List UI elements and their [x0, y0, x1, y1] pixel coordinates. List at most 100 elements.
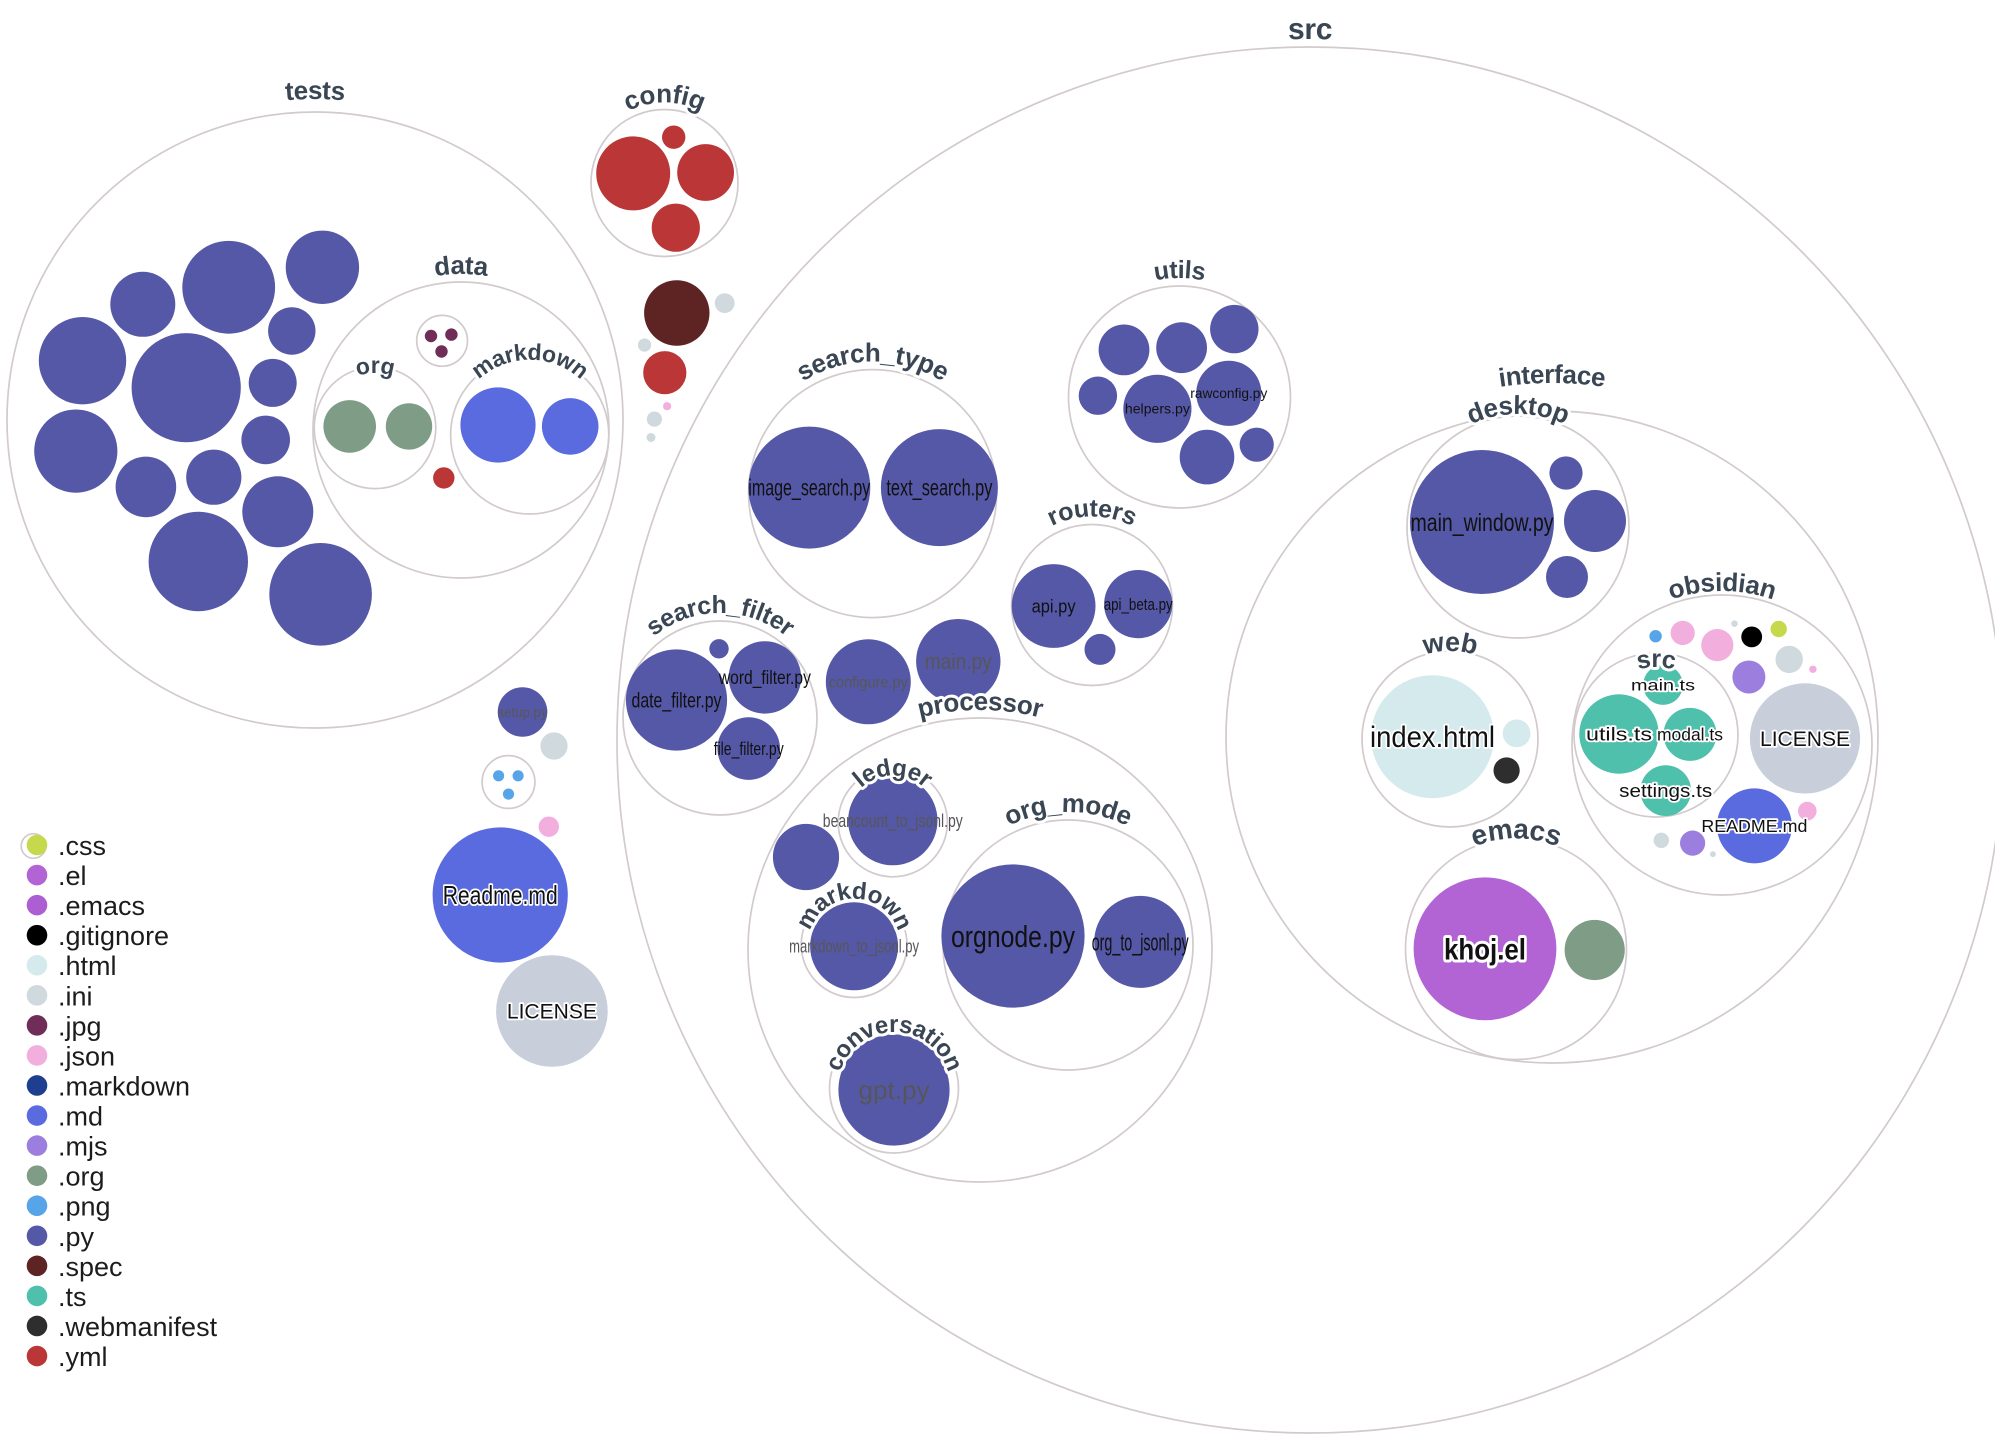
file-obs-f2 [1775, 645, 1803, 674]
file-root-json1 [538, 816, 559, 837]
folder-tests [6, 111, 624, 729]
file-tests-py2 [110, 271, 176, 337]
legend-label-png: .png [58, 1192, 111, 1222]
file-label-ink-README.md: README.md [1701, 816, 1807, 836]
legend-item-html: .html [26, 951, 117, 981]
folder-proc-markdown [800, 890, 908, 999]
folder-label-halo-utils: utils [1152, 256, 1208, 286]
file-modal.ts [1663, 707, 1717, 761]
file-label-ink-configure.py: configure.py [829, 674, 908, 691]
file-root-f5 [646, 433, 656, 442]
file-config-yml2 [677, 144, 734, 201]
file-proc-py1 [772, 823, 840, 891]
file-configure.py [825, 639, 911, 725]
folder-emacs [1404, 837, 1628, 1061]
file-khoj.el [1413, 877, 1557, 1021]
file-helpers.py [1123, 374, 1192, 443]
file-obs-f4 [1710, 851, 1716, 858]
file-root-f1 [540, 732, 568, 760]
legend-item-emacs: .emacs [26, 891, 145, 921]
file-tests-py14 [269, 543, 372, 646]
file-index.html [1371, 675, 1494, 799]
legend: .css.el.emacs.gitignore.html.ini.jpg.jso… [26, 831, 218, 1372]
file-image_search.py [748, 426, 871, 549]
file-utils-py4 [1078, 376, 1118, 415]
file-root-f2 [714, 293, 735, 313]
file-tests-py10 [115, 456, 177, 518]
legend-label-css: .css [58, 831, 106, 861]
file-settings.ts [1640, 765, 1692, 816]
file-data-md1 [460, 387, 536, 463]
file-label-halo-modal.ts: modal.ts [1657, 725, 1723, 745]
file-label-halo-khoj.el: khoj.el [1444, 933, 1526, 966]
folder-data-markdown [449, 354, 610, 515]
file-obs-png1 [1649, 630, 1662, 643]
folder-label-ink-obs-src: src [1634, 645, 1678, 675]
legend-label-el: .el [58, 861, 87, 891]
file-label-halo-index.html: index.html [1370, 721, 1495, 754]
file-tests-py5 [268, 307, 316, 355]
file-obs-f1 [1731, 620, 1738, 627]
file-label-ink-api_beta.py: api_beta.py [1104, 595, 1173, 614]
file-label-ink-main_window.py: main_window.py [1411, 509, 1554, 537]
file-label-halo-README.md: README.md [1701, 816, 1807, 836]
layer-file-labels: setup.pyReadme.mdReadme.mdLICENSELICENSE… [441, 385, 1852, 1105]
file-web-manifest [1493, 757, 1520, 784]
legend-label-gitignore: .gitignore [58, 921, 169, 951]
file-root-png2 [512, 770, 524, 782]
legend-dot-ini [26, 985, 48, 1006]
file-date_filter.py [625, 649, 728, 751]
folder-label-ink-routers: routers [1043, 494, 1141, 531]
file-config-yml4 [662, 125, 686, 149]
legend-dot-webmanifest [26, 1315, 48, 1337]
file-data-md2 [541, 398, 599, 455]
file-label-ink-api.py: api.py [1032, 596, 1076, 616]
file-label-halo-obs-LICENSE: LICENSE [1760, 728, 1850, 751]
folder-processor [747, 717, 1213, 1183]
legend-dot-ts [26, 1285, 48, 1307]
file-obs-json1 [1670, 620, 1695, 646]
folder-interface [1225, 410, 1879, 1064]
file-label-halo-main.ts: main.ts [1631, 678, 1695, 695]
legend-dot-png [26, 1195, 48, 1217]
file-label-halo-settings.ts: settings.ts [1619, 781, 1712, 801]
file-label-ink-gpt.py: gpt.py [859, 1075, 930, 1105]
legend-dot-md [26, 1105, 48, 1126]
folder-ledger [837, 766, 949, 878]
legend-dot-gitignore [26, 924, 48, 946]
legend-item-png: .png [26, 1192, 111, 1222]
legend-item-css: .css [26, 831, 106, 861]
legend-item-ini: .ini [26, 981, 93, 1011]
file-emacs-org1 [1564, 919, 1625, 981]
file-api_beta.py [1104, 570, 1173, 639]
file-label-ink-main.ts: main.ts [1631, 678, 1695, 695]
file-root-yml [643, 351, 687, 395]
folder-label-ink-search_type: search_type [791, 338, 954, 387]
file-label-ink-rawconfig.py: rawconfig.py [1190, 385, 1267, 401]
folder-label-ink-src: src [1288, 13, 1333, 46]
file-obs-mjs2 [1680, 830, 1706, 856]
file-main.ts [1643, 665, 1683, 705]
file-tests-py4 [285, 230, 360, 304]
folder-label-ink-config: config [619, 78, 710, 116]
file-main_window.py [1410, 450, 1554, 594]
layer-circles [6, 46, 1995, 1434]
legend-item-org: .org [26, 1162, 105, 1192]
legend-label-json: .json [58, 1041, 115, 1071]
folder-label-ink-tests: tests [284, 75, 346, 106]
legend-item-py: .py [26, 1222, 95, 1252]
file-label-ink-Readme.md: Readme.md [443, 880, 558, 910]
file-label-halo-utils.ts: utils.ts [1586, 724, 1652, 744]
file-config-yml3 [651, 203, 700, 252]
file-root-json2 [663, 402, 672, 411]
folder-label-halo-data: data [432, 250, 490, 282]
file-obs-css [1770, 620, 1787, 638]
folder-label-halo-src: src [1288, 13, 1333, 46]
file-data-jpg2 [445, 328, 458, 341]
legend-label-mjs: .mjs [58, 1132, 108, 1162]
legend-label-md: .md [58, 1102, 103, 1132]
legend-dot-spec [26, 1255, 48, 1277]
legend-label-jpg: .jpg [58, 1011, 102, 1041]
